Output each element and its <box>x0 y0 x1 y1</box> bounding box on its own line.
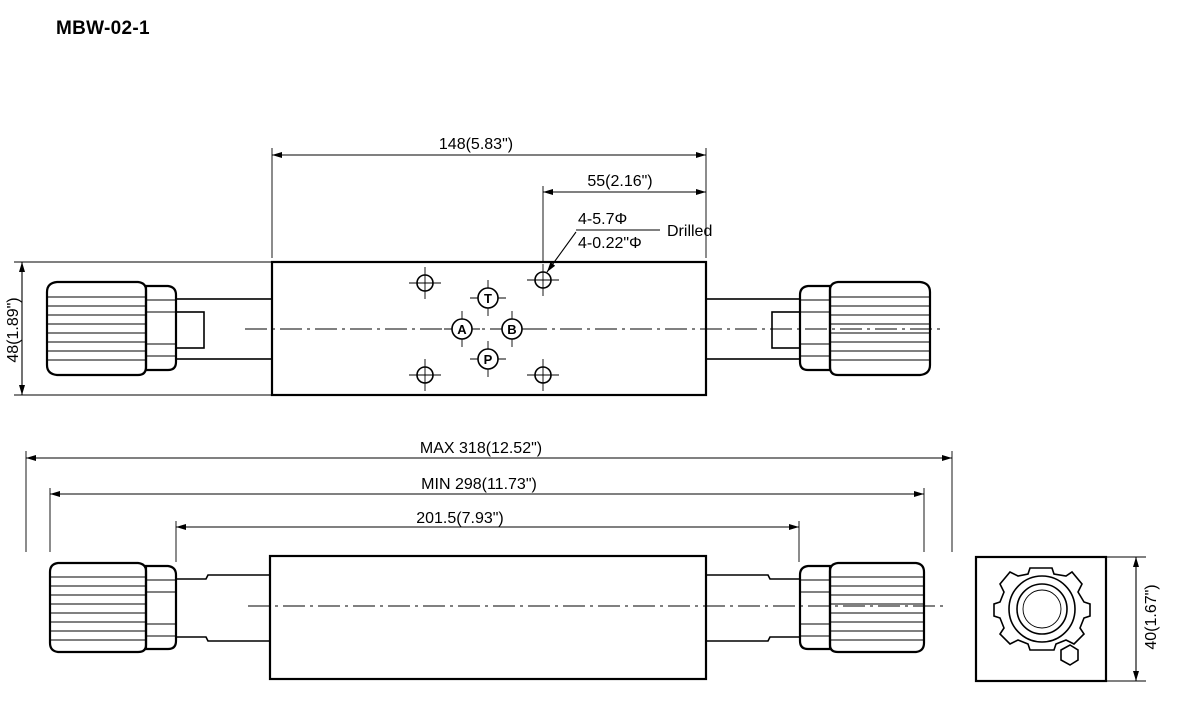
dimension-label-span: 201.5(7.93") <box>416 510 504 527</box>
knob-right <box>798 280 932 377</box>
port-p: P <box>470 341 506 377</box>
end-view: 40(1.67") <box>974 555 1160 683</box>
port-b: B <box>494 311 530 347</box>
hole-callout-leader <box>546 231 577 273</box>
side-view: MAX 318(12.52") MIN 298(11.73") 201.5(7.… <box>25 440 953 681</box>
rod-left-side <box>176 574 270 642</box>
top-view: 148(5.83") 55(2.16") 4-5.7Φ 4-0.22"Φ Dri… <box>5 136 944 397</box>
valve-body <box>270 260 708 397</box>
knob-right-side <box>798 561 926 654</box>
port-a: A <box>444 311 480 347</box>
hole-callout-inch: 4-0.22"Φ <box>578 235 642 252</box>
rod-nut-right <box>771 311 801 349</box>
end-view-nut <box>993 567 1091 651</box>
end-view-outer-ring <box>1008 575 1076 643</box>
dimension-label-max: MAX 318(12.52") <box>420 440 542 457</box>
mounting-hole <box>409 359 441 391</box>
mounting-hole <box>409 267 441 299</box>
dimension-label-height: 48(1.89") <box>5 297 22 362</box>
mounting-hole <box>527 264 559 296</box>
dimension-label-min: MIN 298(11.73") <box>421 476 537 493</box>
port-label-p: P <box>484 352 493 367</box>
dimension-label-width: 40(1.67") <box>1143 584 1160 649</box>
dimension-label-body-length: 148(5.83") <box>439 136 513 153</box>
dimension-label-hole-offset: 55(2.16") <box>587 173 652 190</box>
rod-nut-left <box>175 311 205 349</box>
end-view-inner-ring <box>1016 583 1068 635</box>
hole-callout-metric: 4-5.7Φ <box>578 211 627 228</box>
end-view-body <box>974 555 1108 683</box>
mounting-hole <box>527 359 559 391</box>
end-view-hex-plug <box>1060 644 1079 666</box>
port-label-t: T <box>484 291 492 306</box>
end-view-bore <box>1022 589 1062 629</box>
port-t: T <box>470 280 506 316</box>
rod-right-side <box>706 574 800 642</box>
hole-callout-note: Drilled <box>667 223 712 240</box>
port-label-b: B <box>507 322 516 337</box>
valve-body-side <box>268 554 708 681</box>
page-title: MBW-02-1 <box>56 18 150 39</box>
port-label-a: A <box>457 322 467 337</box>
knob-left-side <box>48 561 178 654</box>
knob-left <box>45 280 178 377</box>
